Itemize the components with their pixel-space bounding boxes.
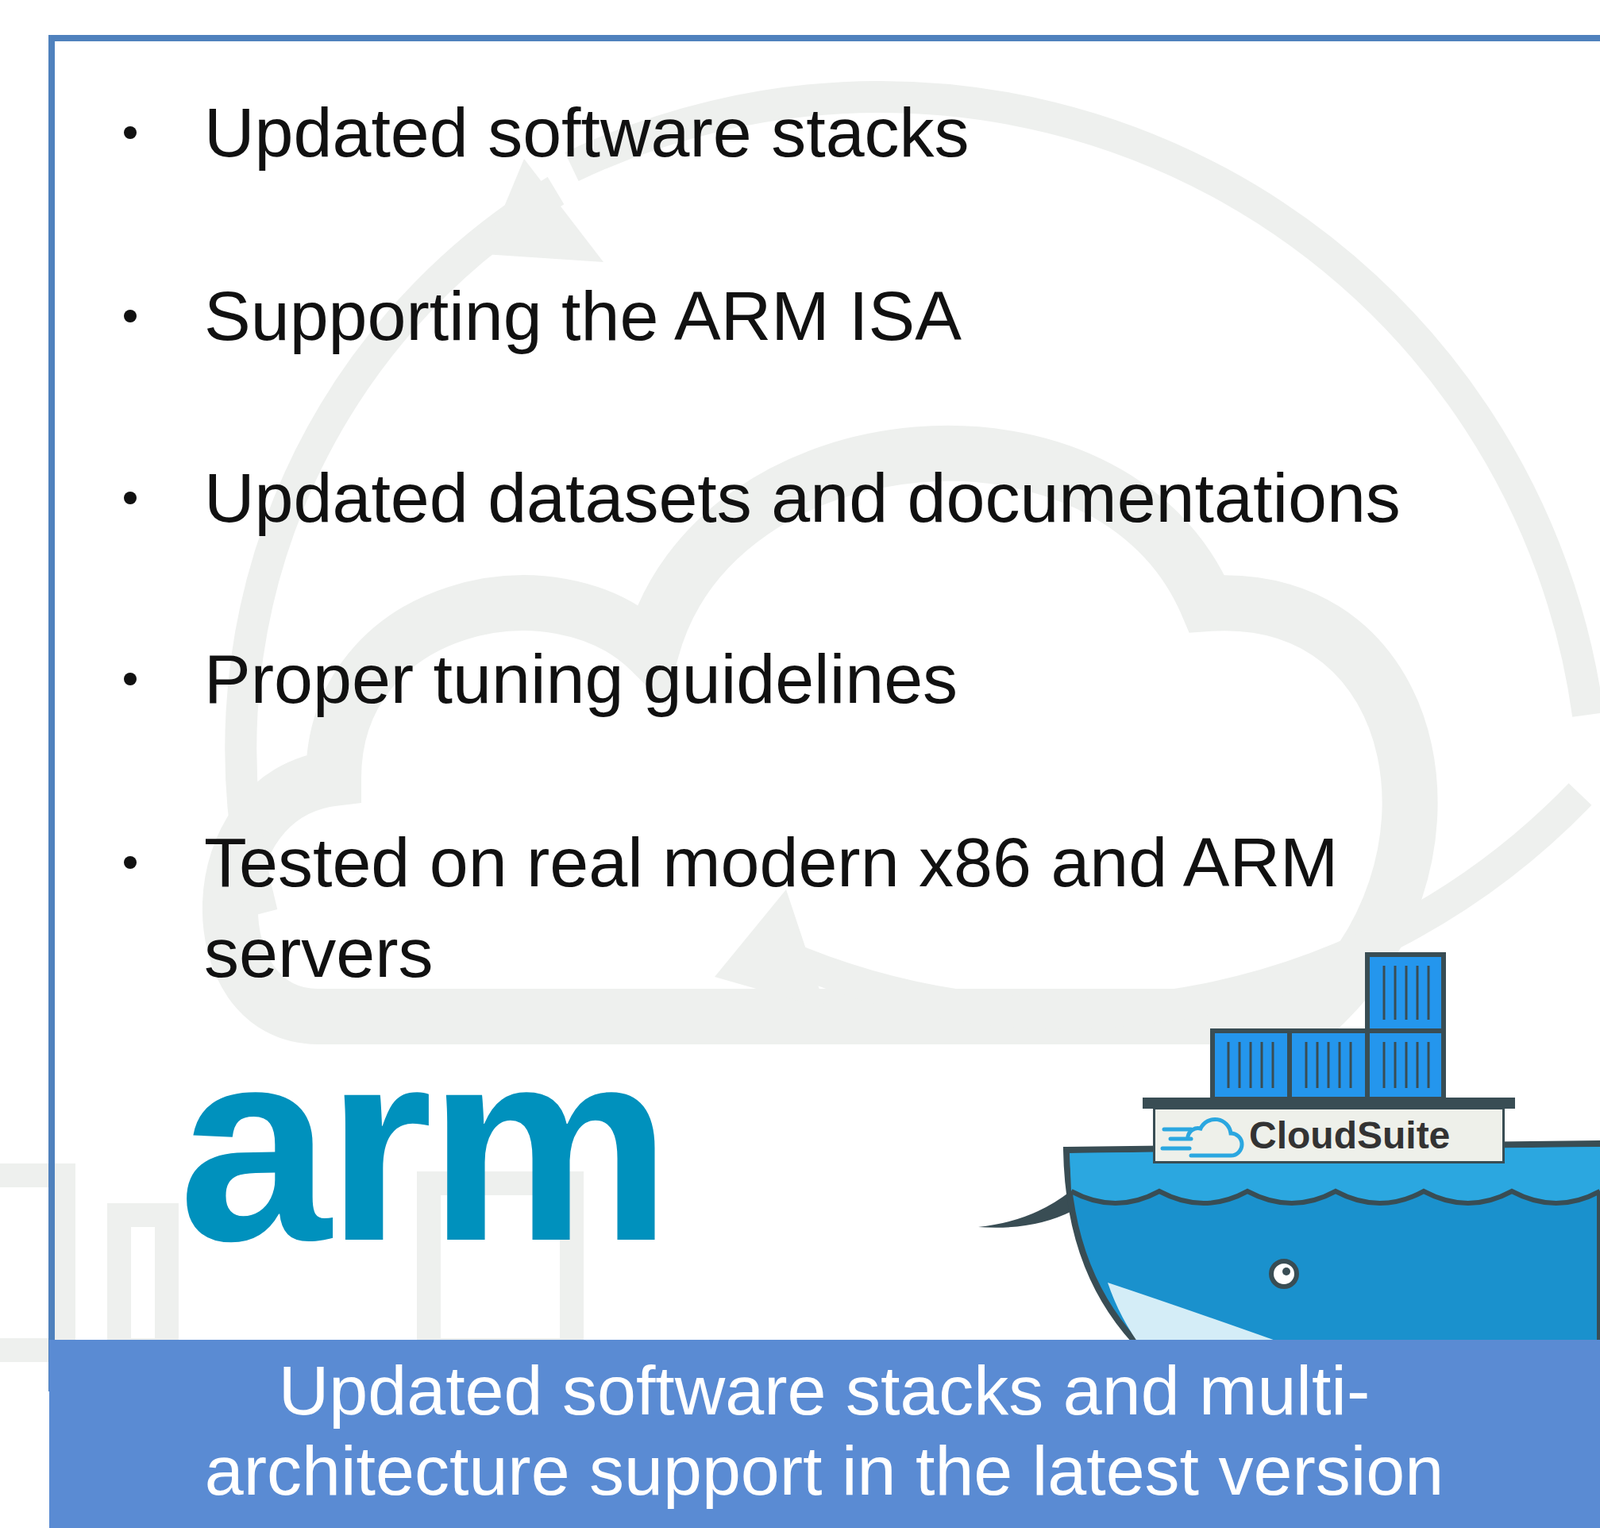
- bullet-text: Updated software stacks: [204, 87, 1515, 178]
- bullet-text: Supporting the ARM ISA: [204, 270, 1515, 362]
- docker-whale: [978, 954, 1600, 1350]
- arm-logo: arm: [178, 1007, 667, 1282]
- slide-frame: [51, 38, 1600, 1388]
- bullet-text: Tested on real modern x86 and ARM server…: [204, 817, 1515, 999]
- watermark: [0, 96, 1589, 1350]
- caption-text: Updated software stacks and multi-archit…: [149, 1349, 1500, 1511]
- plate-text: CloudSuite: [1249, 1113, 1450, 1157]
- name-plate: CloudSuite: [1152, 1106, 1505, 1164]
- bullet-text: Proper tuning guidelines: [204, 633, 1515, 725]
- caption-band: [49, 1339, 1600, 1528]
- cloud-icon: [1162, 1118, 1242, 1156]
- bullet-text: Updated datasets and documentations: [204, 452, 1515, 544]
- bullet-dots: [123, 126, 137, 869]
